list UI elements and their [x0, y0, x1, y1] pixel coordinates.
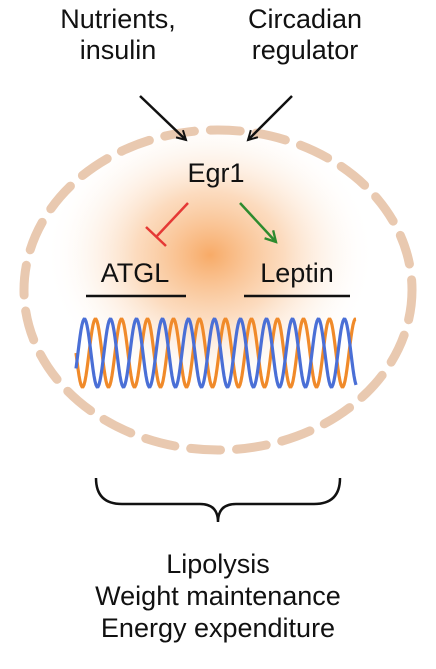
- outcome-energy-expenditure: Energy expenditure: [100, 613, 336, 643]
- nuclear-envelope: [19, 125, 417, 455]
- input-circadian-line1: Circadian: [247, 4, 363, 34]
- arrow-circadian-to-egr1: [248, 95, 293, 140]
- dna-strand-orange: [74, 317, 357, 389]
- input-nutrients-insulin: Nutrients, insulin: [60, 4, 176, 66]
- outcome-weight-maintenance: Weight maintenance: [95, 581, 341, 611]
- activation-egr1-to-leptin: [239, 202, 276, 242]
- gene-atgl: ATGL: [100, 258, 170, 288]
- input-nutrients-line2: insulin: [79, 35, 157, 65]
- outcome-lipolysis: Lipolysis: [166, 549, 270, 579]
- input-circadian-line2: regulator: [251, 35, 359, 65]
- input-nutrients-line1: Nutrients,: [60, 4, 176, 34]
- inhibition-egr1-to-atgl: [156, 202, 189, 237]
- nucleus-glow: [45, 115, 375, 395]
- outcomes-list: Lipolysis Weight maintenance Energy expe…: [0, 548, 436, 644]
- input-circadian-regulator: Circadian regulator: [248, 4, 362, 66]
- dna-strand-blue: [74, 317, 358, 389]
- outcome-bracket: [94, 477, 342, 523]
- regulator-egr1: Egr1: [187, 158, 245, 188]
- dna-helix: [74, 317, 358, 389]
- inhibition-bar: [145, 226, 167, 247]
- gene-leptin: Leptin: [260, 258, 334, 288]
- arrow-nutrients-to-egr1: [139, 95, 186, 140]
